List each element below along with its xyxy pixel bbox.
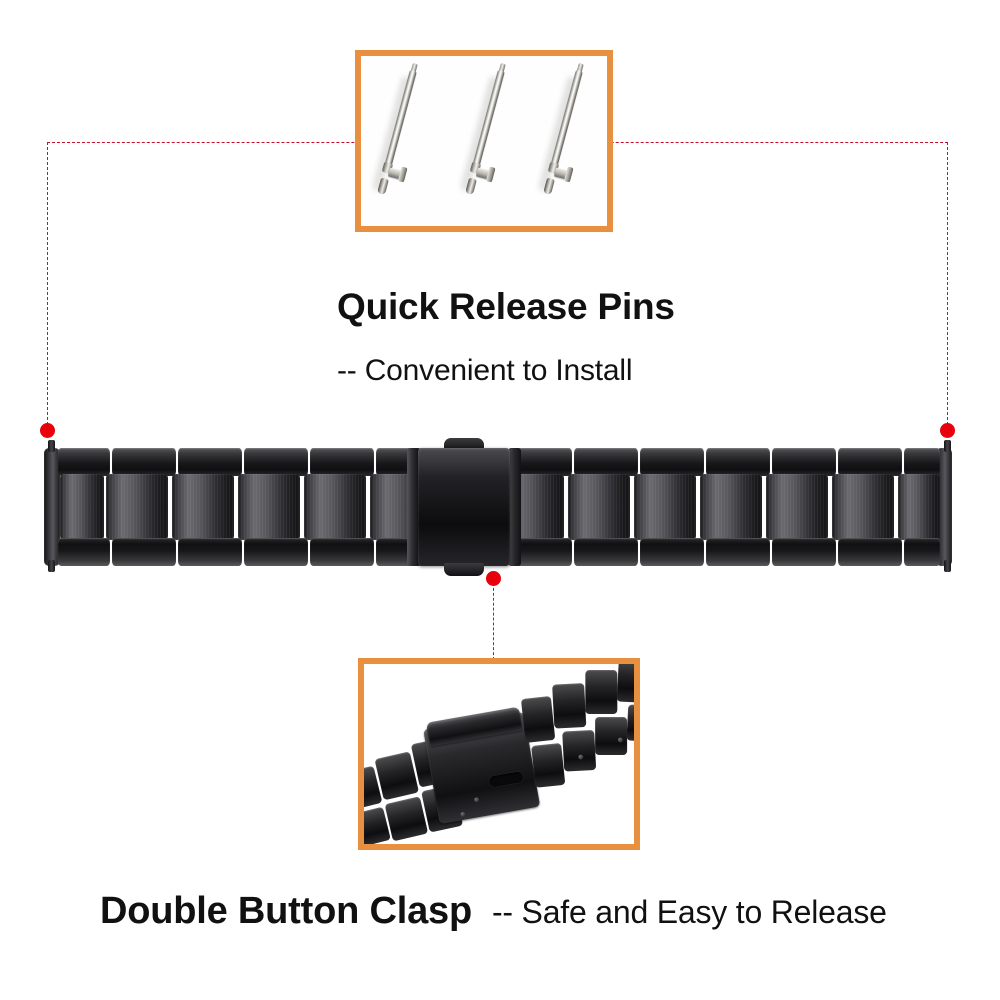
pins-caption-title: Quick Release Pins: [337, 286, 675, 327]
callout-dot-right-pin: [940, 423, 955, 438]
clasp-inset-photo: [358, 658, 640, 850]
band-right-lug: [936, 448, 952, 566]
leader-line-left-vertical: [47, 142, 48, 430]
spring-bar-pin: [537, 62, 585, 199]
pins-inset-photo: [355, 50, 613, 232]
band-left-lug-nub-bottom: [48, 560, 55, 572]
spring-bar-pin: [371, 62, 419, 199]
band-right-lug-nub-top: [944, 440, 951, 452]
pins-photo-stage: [361, 56, 607, 226]
clasp-caption-title: Double Button Clasp: [100, 890, 472, 932]
clasp-bracelet-arc: [364, 664, 634, 844]
clasp-caption-subtitle: -- Safe and Easy to Release: [491, 894, 887, 930]
callout-dot-left-pin: [40, 423, 55, 438]
band-left-lug: [44, 448, 60, 566]
band-right-lug-nub-bottom: [944, 560, 951, 572]
clasp-button-top: [444, 438, 484, 451]
clasp-photo-stage: [364, 664, 634, 844]
band-center-clasp: [407, 438, 521, 576]
leader-line-clasp-vertical: [493, 578, 494, 660]
clasp-button-bottom: [444, 563, 484, 576]
clasp-caption: Double Button Clasp -- Safe and Easy to …: [100, 890, 887, 933]
spring-bar-pin: [459, 62, 507, 199]
pins-caption-subtitle: -- Convenient to Install: [337, 354, 633, 387]
leader-line-right-vertical: [947, 142, 948, 430]
callout-dot-clasp: [486, 571, 501, 586]
band-left-lug-nub-top: [48, 440, 55, 452]
